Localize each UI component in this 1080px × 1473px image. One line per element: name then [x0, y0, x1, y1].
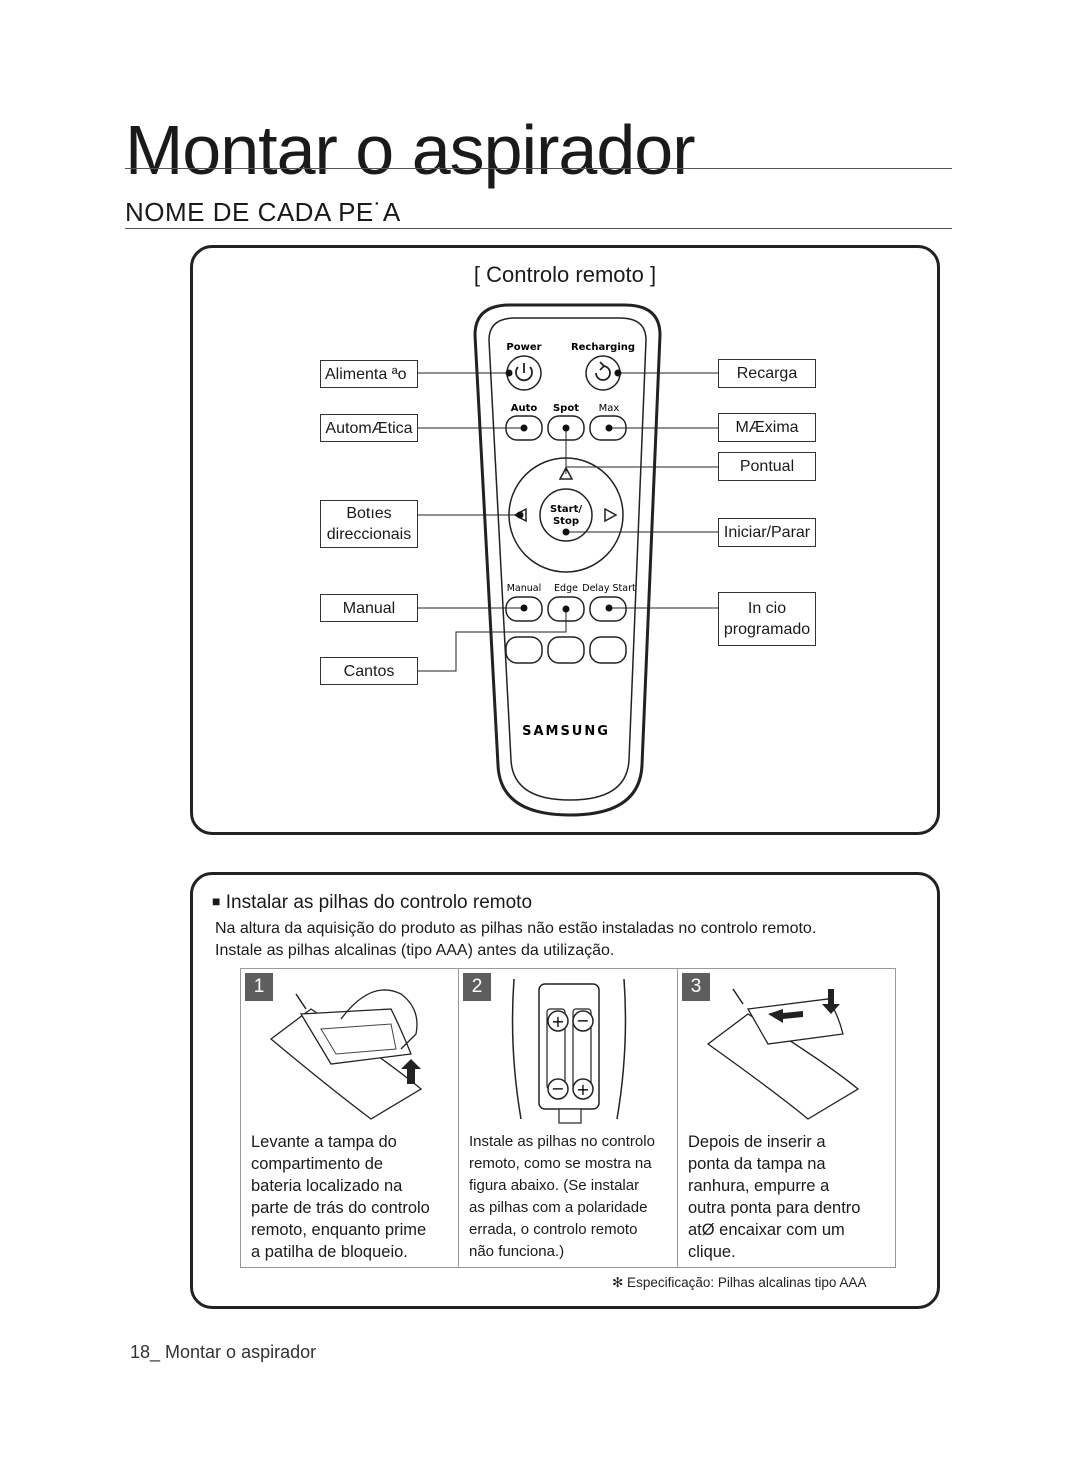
- label-recharge: Recarga: [718, 359, 816, 388]
- down-arrow-icon: [822, 989, 840, 1014]
- step-3-number: 3: [682, 973, 710, 1001]
- install-box: [190, 872, 940, 1309]
- callout-dots: [505, 369, 622, 613]
- step-2-number: 2: [463, 973, 491, 1001]
- max-text: Max: [599, 403, 620, 414]
- blank-button-3: [589, 636, 627, 664]
- install-heading: ■ Instalar as pilhas do controlo remoto: [212, 892, 532, 914]
- minus-icon: −: [576, 1011, 589, 1030]
- label-direction-line1: Botıes: [346, 505, 392, 522]
- recharging-text: Recharging: [571, 342, 635, 353]
- edge-text: Edge: [554, 583, 578, 594]
- step-1-number: 1: [245, 973, 273, 1001]
- samsung-logo: SAMSUNG: [522, 724, 610, 739]
- label-manual: Manual: [320, 594, 418, 622]
- step-2: 2 + − − + Instale as pilhas no controlo …: [459, 969, 678, 1267]
- blank-button-2: [547, 636, 585, 664]
- page-title: Montar o aspirador: [125, 111, 696, 189]
- callout-lines: [418, 372, 718, 672]
- install-steps: 1 Levante a tampa do compartimento de ba…: [240, 968, 896, 1268]
- step-3-text: Depois de inserir a ponta da tampa na ra…: [688, 1133, 861, 1261]
- label-delay-line2: programado: [723, 621, 811, 638]
- remote-diagram-box: [190, 245, 940, 835]
- remote-outline: [473, 303, 662, 817]
- step-1-text: Levante a tampa do compartimento de bate…: [251, 1133, 430, 1261]
- title-divider: [125, 168, 952, 169]
- install-paragraph-2: Instale as pilhas alcalinas (tipo AAA) a…: [215, 942, 615, 959]
- page-footer: 18_ Montar o aspirador: [130, 1342, 317, 1362]
- label-power: Alimenta ªo: [320, 360, 418, 388]
- step-3-illustration: [706, 988, 860, 1120]
- start-text: Start/: [550, 504, 582, 515]
- label-max: MÆxima: [718, 413, 816, 442]
- spot-text: Spot: [553, 403, 579, 414]
- label-spot: Pontual: [718, 452, 816, 481]
- manual-text: Manual: [507, 583, 542, 594]
- push-arrow-icon: [768, 1009, 803, 1023]
- install-heading-text: Instalar as pilhas do controlo remoto: [225, 892, 533, 913]
- battery-spec-note: ✻ Especificação: Pilhas alcalinas tipo A…: [612, 1275, 867, 1290]
- label-delay-line1: In cio: [747, 600, 787, 617]
- remote-heading: [ Controlo remoto ]: [473, 262, 657, 287]
- start-stop-button-shape: [539, 488, 593, 542]
- auto-text: Auto: [511, 403, 538, 414]
- power-text: Power: [506, 342, 541, 353]
- recharge-icon: [595, 361, 611, 381]
- step-2-illustration: + − − +: [511, 978, 627, 1124]
- plus-icon-2: +: [576, 1080, 589, 1099]
- section-heading: NOME DE CADA PE˙A: [125, 197, 401, 227]
- label-start-stop: Iniciar/Parar: [718, 518, 816, 547]
- delay-start-text: Delay Start: [582, 583, 636, 594]
- label-direction-line2: direccionais: [326, 526, 412, 543]
- step-3: 3 Depois de inserir a ponta da tampa na …: [678, 969, 895, 1267]
- label-direction-buttons: Botıes direccionais: [320, 500, 418, 548]
- bullet-icon: ■: [212, 893, 221, 909]
- label-edge: Cantos: [320, 657, 418, 685]
- section-divider: [125, 228, 952, 229]
- label-auto: AutomÆtica: [320, 414, 418, 442]
- step-1: 1 Levante a tampa do compartimento de ba…: [241, 969, 459, 1267]
- right-arrow-icon: [604, 507, 618, 523]
- step-2-text: Instale as pilhas no controlo remoto, co…: [469, 1133, 655, 1260]
- step-1-illustration: [269, 989, 423, 1120]
- stop-text: Stop: [553, 516, 579, 527]
- label-delay-start: In cio programado: [718, 592, 816, 646]
- plus-icon: +: [551, 1012, 564, 1031]
- power-icon: [515, 363, 533, 382]
- blank-button-1: [505, 636, 543, 664]
- minus-icon-2: −: [551, 1079, 564, 1098]
- install-paragraph-1: Na altura da aquisição do produto as pil…: [215, 920, 817, 937]
